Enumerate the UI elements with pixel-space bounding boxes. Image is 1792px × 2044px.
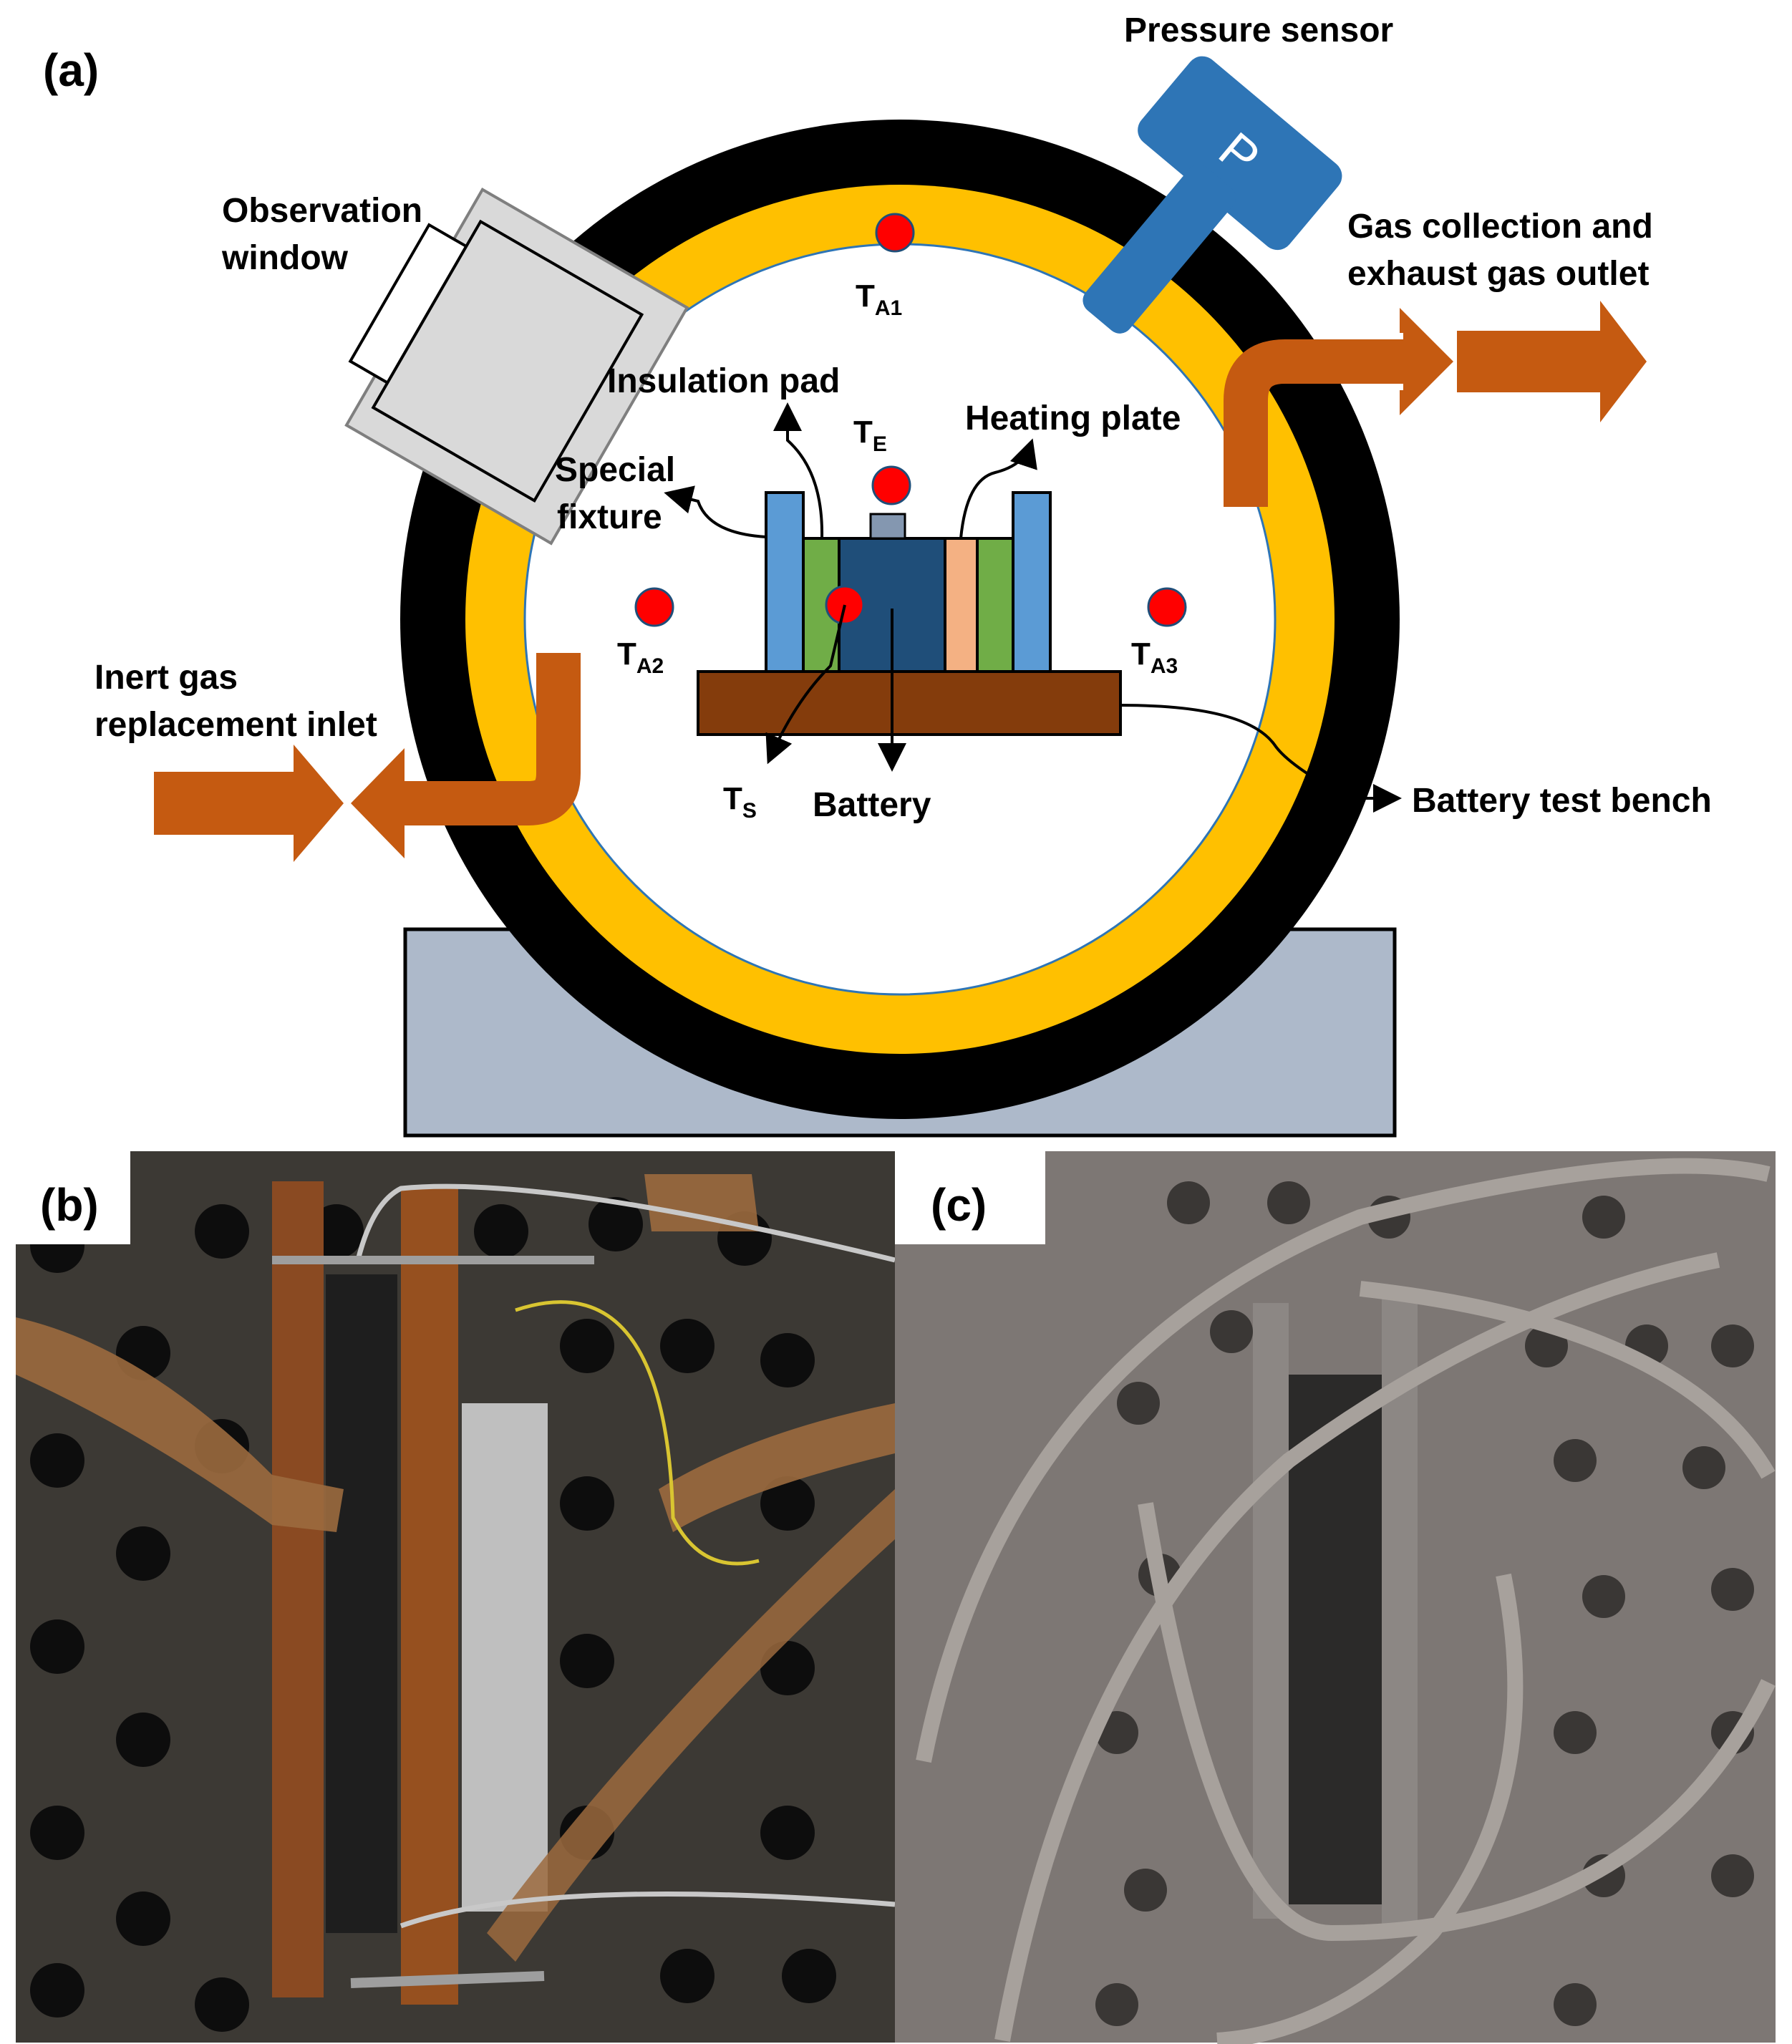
fixture-bar-c-left [1253, 1303, 1289, 1919]
heating-plate [944, 537, 979, 673]
label-ta3: TA3 [1131, 636, 1178, 678]
panel-b-label: (b) [40, 1179, 99, 1231]
panel-a: (a) P [43, 11, 1712, 1138]
label-gas-outlet-2: exhaust gas outlet [1347, 255, 1649, 293]
panel-c-photo: (c) [895, 1151, 1776, 2044]
label-insulation-pad: Insulation pad [607, 362, 840, 400]
label-inert-gas-2: replacement inlet [95, 706, 377, 744]
pressure-sensor: P [1083, 56, 1342, 334]
sensor-ta2 [634, 587, 674, 627]
battery-test-bench [697, 670, 1122, 736]
panel-b-photo: (b) [16, 1151, 896, 2043]
inert-gas-inlet-pipe [154, 653, 581, 862]
insulation-pad-right [976, 537, 1014, 673]
fixture-bar-right [401, 1188, 458, 2005]
label-special-fixture-2: fixture [557, 498, 662, 536]
special-fixture-right [1012, 491, 1052, 673]
label-ts: TS [723, 781, 757, 823]
label-observation-window-2: window [221, 239, 349, 277]
panel-a-label: (a) [43, 44, 99, 96]
battery-photo [326, 1274, 397, 1933]
sensor-te [871, 465, 911, 505]
label-observation-window-1: Observation [222, 192, 422, 230]
burnt-battery [1289, 1375, 1382, 1904]
sensor-ta3 [1147, 587, 1187, 627]
label-special-fixture-1: Special [555, 451, 675, 489]
label-gas-outlet-1: Gas collection and [1347, 208, 1653, 246]
observation-window [344, 188, 689, 546]
label-heating-plate: Heating plate [965, 399, 1181, 437]
perforated-plate-holes-c [1095, 1181, 1754, 2026]
sensor-ta1 [875, 213, 915, 253]
gas-outlet-pipe [1224, 301, 1647, 507]
label-ta2: TA2 [617, 636, 664, 678]
insulation-sheet [462, 1403, 548, 1912]
label-ta1: TA1 [856, 278, 902, 320]
panel-c-label: (c) [931, 1179, 987, 1231]
label-te: TE [853, 415, 887, 456]
label-battery-test-bench: Battery test bench [1412, 782, 1712, 820]
special-fixture-left [765, 491, 805, 673]
fixture-bar-left [272, 1181, 324, 1997]
burnt-cables [916, 1158, 1776, 2044]
leader-arrows [664, 402, 1402, 813]
label-battery: Battery [813, 786, 931, 824]
label-pressure-sensor: Pressure sensor [1124, 11, 1393, 49]
battery-terminal [869, 513, 906, 540]
label-inert-gas-1: Inert gas [95, 659, 238, 697]
